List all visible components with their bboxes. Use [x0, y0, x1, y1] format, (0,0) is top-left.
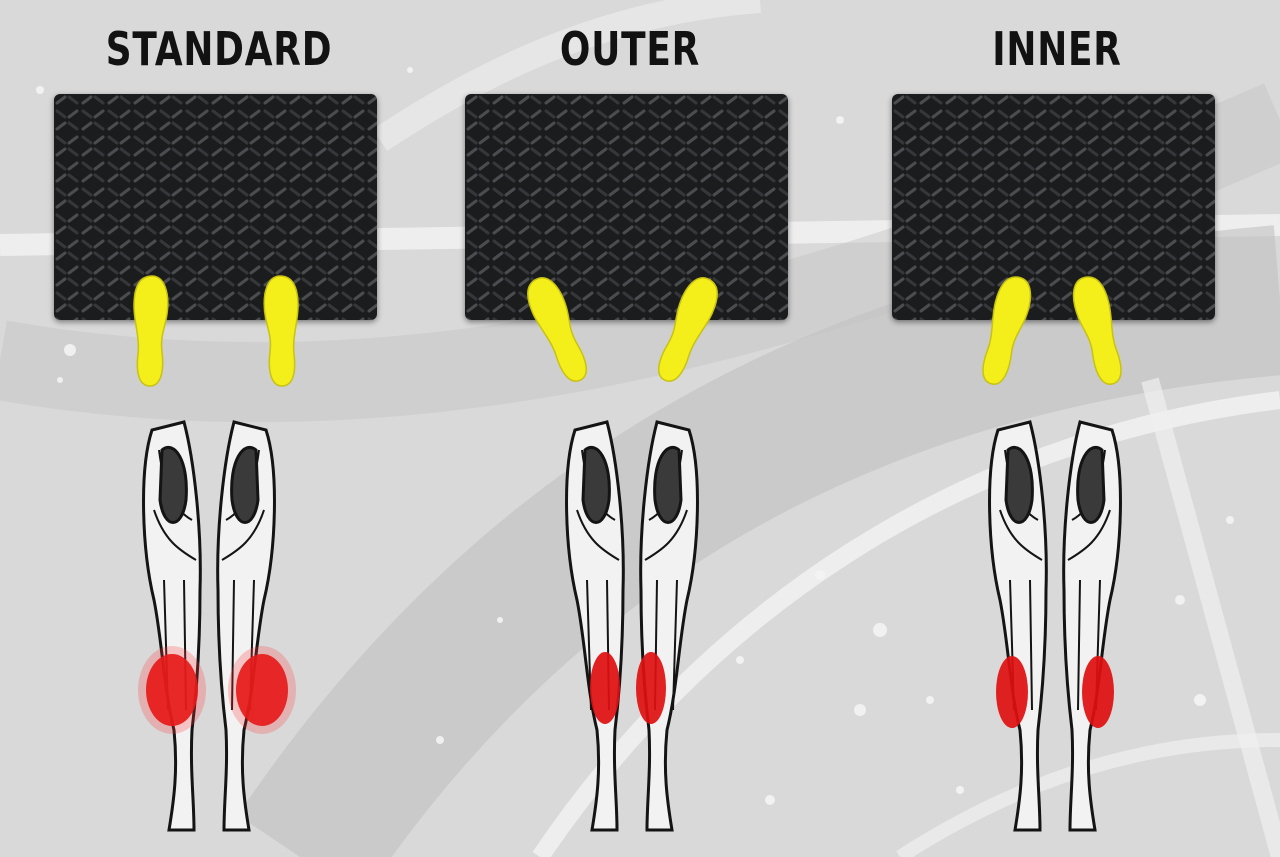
calf-anatomy: [138, 420, 296, 832]
foot-placement: [982, 276, 1122, 385]
stance-title: INNER: [992, 22, 1122, 76]
platform-plate: [892, 94, 1215, 320]
stance-standard: STANDARD: [54, 0, 384, 857]
calf-highlight: [146, 654, 288, 726]
stance-title: STANDARD: [105, 22, 333, 76]
foot-placement: [527, 277, 718, 382]
stance-outer: OUTER: [465, 0, 795, 857]
calf-anatomy: [988, 420, 1122, 832]
platform-plate: [54, 94, 377, 320]
calf-highlight: [590, 652, 666, 724]
platform-plate: [465, 94, 788, 320]
stance-inner: INNER: [892, 0, 1222, 857]
foot-placement: [133, 275, 299, 387]
stance-title: OUTER: [559, 22, 701, 76]
calf-highlight: [996, 656, 1114, 728]
calf-anatomy: [565, 420, 699, 832]
